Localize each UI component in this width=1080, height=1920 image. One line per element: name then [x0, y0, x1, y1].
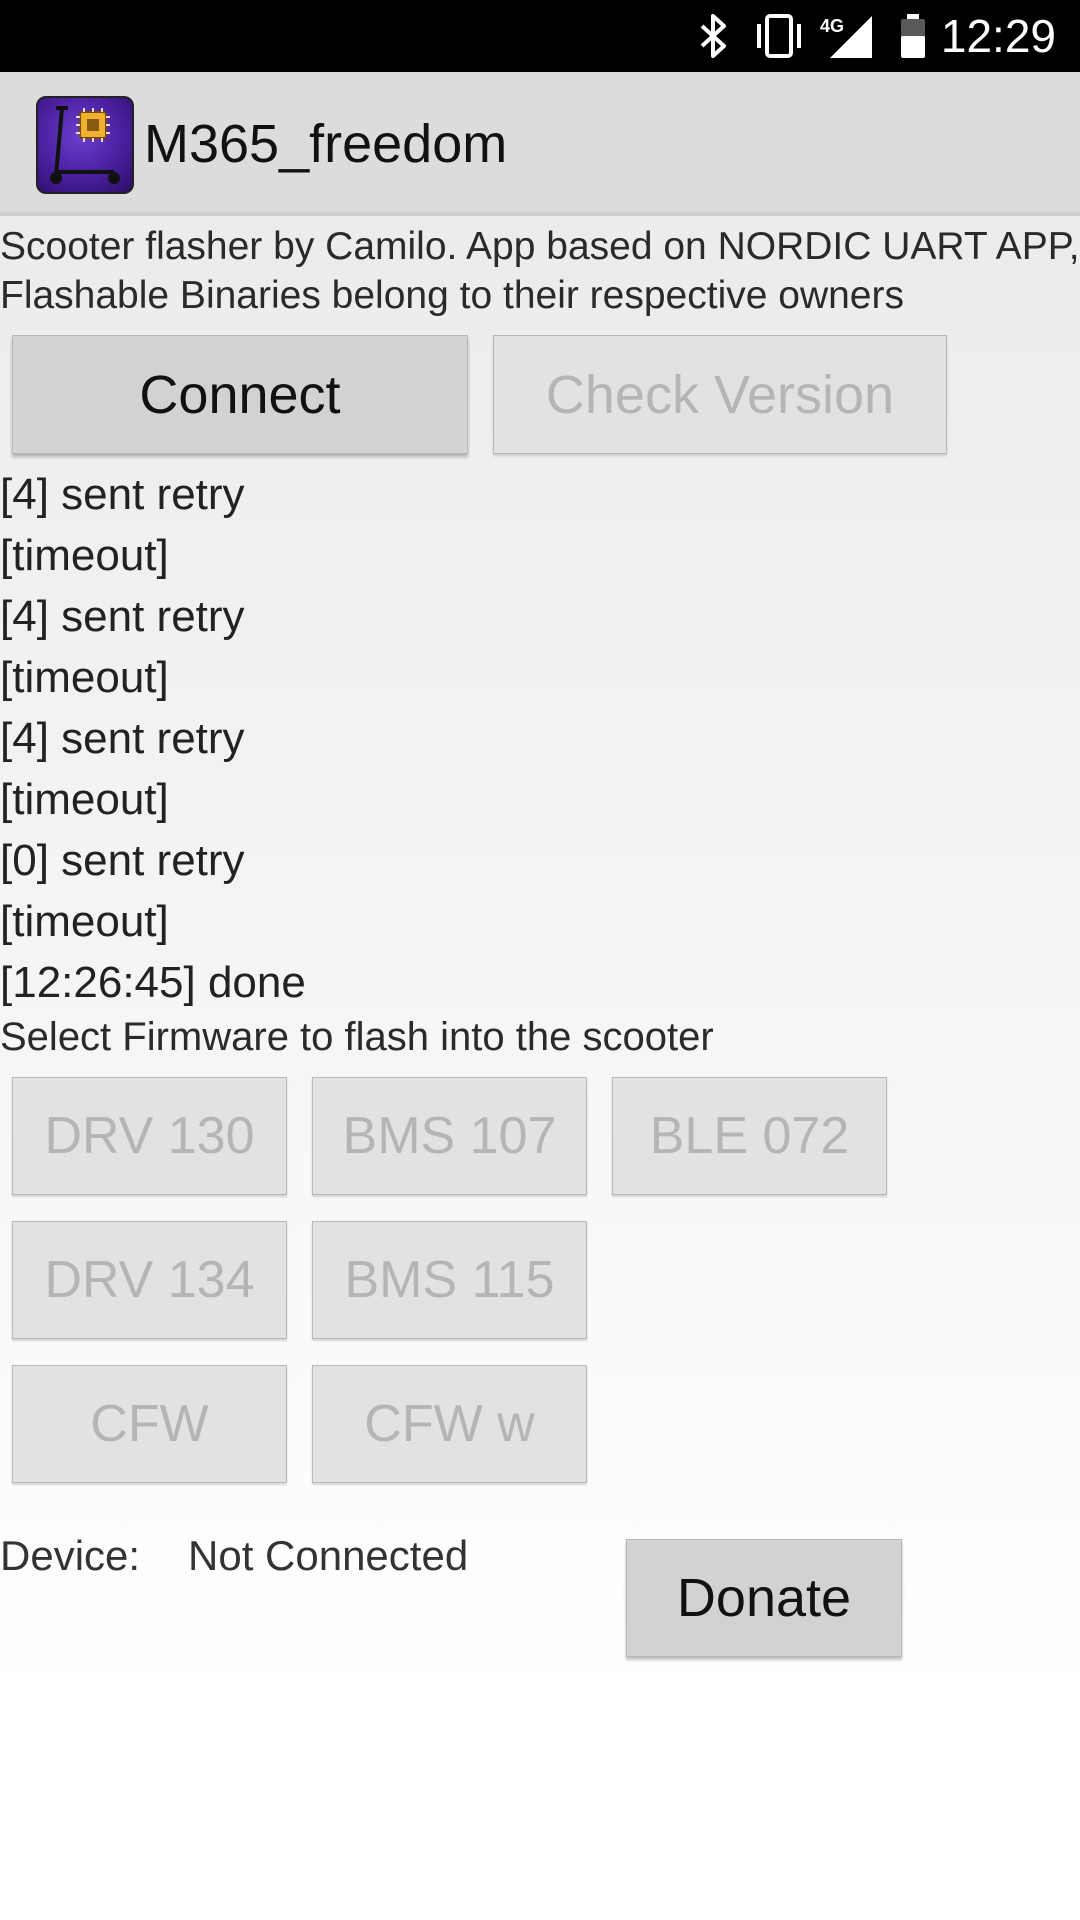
- log-line: [4] sent retry: [0, 592, 245, 641]
- log-output: [4] sent retry [timeout] [4] sent retry …: [0, 464, 306, 1013]
- log-line: [timeout]: [0, 897, 169, 946]
- firmware-drv130-button[interactable]: DRV 130: [12, 1077, 287, 1195]
- signal-4g-icon: 4G: [820, 16, 872, 58]
- status-bar: 4G 12:29: [0, 0, 1080, 72]
- connect-button[interactable]: Connect: [12, 335, 468, 454]
- donate-button[interactable]: Donate: [626, 1539, 902, 1657]
- network-label: 4G: [820, 16, 844, 36]
- check-version-button[interactable]: Check Version: [493, 335, 947, 454]
- device-label: Device:: [0, 1532, 141, 1579]
- firmware-ble072-button[interactable]: BLE 072: [612, 1077, 887, 1195]
- log-line: [timeout]: [0, 653, 169, 702]
- log-line: [4] sent retry: [0, 714, 245, 763]
- scooter-chip-app-icon: [36, 96, 134, 194]
- log-line: [4] sent retry: [0, 470, 245, 519]
- firmware-bms115-button[interactable]: BMS 115: [312, 1221, 587, 1339]
- firmware-bms107-button[interactable]: BMS 107: [312, 1077, 587, 1195]
- firmware-cfw-button[interactable]: CFW: [12, 1365, 287, 1483]
- log-line: [0] sent retry: [0, 836, 245, 885]
- firmware-prompt: Select Firmware to flash into the scoote…: [0, 1015, 714, 1059]
- log-line: [timeout]: [0, 775, 169, 824]
- device-status: Not Connected: [188, 1532, 469, 1579]
- vibrate-icon: [757, 14, 801, 58]
- battery-icon: [901, 14, 925, 58]
- status-time: 12:29: [940, 10, 1056, 62]
- app-title: M365_freedom: [144, 114, 508, 174]
- bluetooth-icon: [700, 14, 726, 58]
- intro-text: Scooter flasher by Camilo. App based on …: [0, 225, 1080, 317]
- log-line: [timeout]: [0, 531, 169, 580]
- app-bar: M365_freedom: [0, 72, 1080, 216]
- log-line: [12:26:45] done: [0, 958, 306, 1007]
- firmware-cfw-w-button[interactable]: CFW w: [312, 1365, 587, 1483]
- firmware-drv134-button[interactable]: DRV 134: [12, 1221, 287, 1339]
